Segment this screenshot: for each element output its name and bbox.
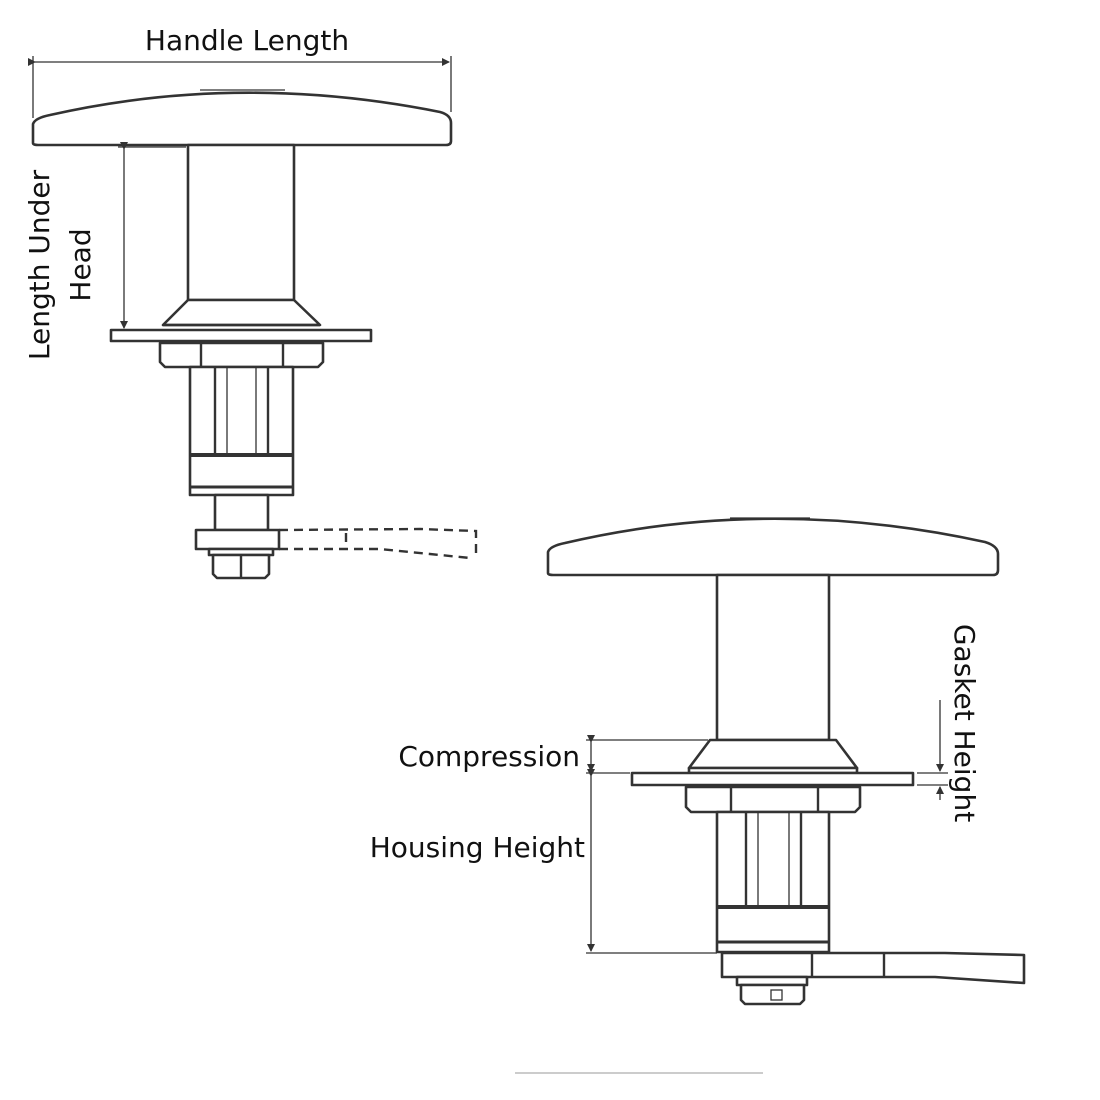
handle-length-label: Handle Length <box>145 24 349 57</box>
hex-nut <box>158 341 325 369</box>
housing <box>188 365 295 497</box>
cam-lever <box>720 951 1026 985</box>
panel-plate <box>630 771 915 787</box>
stem <box>186 143 296 302</box>
handle-length-dimension: Handle Length <box>28 24 452 118</box>
cam-lever-dashed <box>278 527 478 560</box>
length-under-head-dimension: Length Under Head <box>23 142 186 360</box>
latch-drawing-open <box>31 89 478 580</box>
shaft <box>213 493 270 532</box>
housing-height-dimension: Housing Height <box>370 769 717 954</box>
latch-drawing-closed <box>546 517 1026 1006</box>
t-handle-head <box>31 91 453 147</box>
t-handle-head <box>546 517 1000 577</box>
length-under-head-label-line1: Length Under <box>23 169 56 360</box>
compression-label: Compression <box>398 740 580 773</box>
panel-plate <box>109 328 373 343</box>
retaining-nut <box>739 983 806 1006</box>
gasket-height-label: Gasket Height <box>948 624 981 822</box>
gasket-height-dimension: Gasket Height <box>917 624 981 822</box>
housing <box>715 810 831 954</box>
length-under-head-label-line2: Head <box>64 228 97 301</box>
housing-height-label: Housing Height <box>370 831 585 864</box>
bezel-cone <box>161 298 322 327</box>
cam-hub <box>194 528 281 551</box>
bezel-cone <box>687 738 859 770</box>
stem <box>715 573 831 742</box>
compression-dimension: Compression <box>398 735 708 774</box>
hex-nut <box>684 785 862 814</box>
